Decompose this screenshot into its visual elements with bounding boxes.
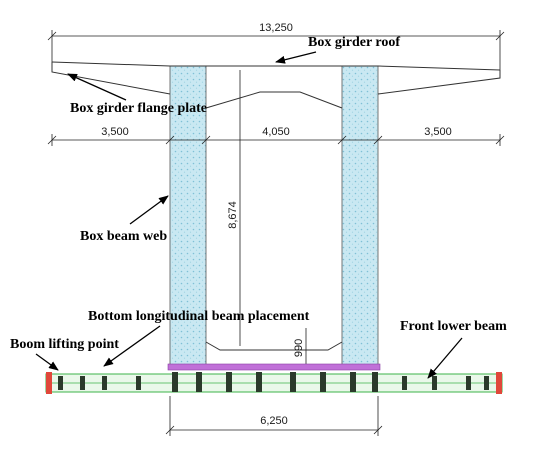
bottom-longitudinal-beam: [167, 363, 381, 371]
overall-width-dimension: 13,250: [47, 22, 505, 70]
height-text: 8,674: [227, 201, 239, 229]
right-web: [341, 65, 379, 367]
front-lower-beam: [45, 372, 503, 394]
right-flange-text: 3,500: [424, 126, 452, 138]
web-arrow: [129, 195, 169, 225]
bottom-width-text: 6,250: [260, 415, 288, 427]
roof-label: Box girder roof: [308, 35, 400, 50]
web-label: Box beam web: [80, 229, 167, 244]
bottom-gap-text: 990: [293, 339, 305, 357]
flange-label: Box girder flange plate: [70, 101, 207, 116]
roof-arrow: [275, 51, 317, 64]
overall-width-text: 13,250: [259, 22, 293, 34]
flange-dimensions: 3,500 4,050 3,500: [47, 126, 505, 146]
bottom-beam-label: Bottom longitudinal beam placement: [88, 309, 310, 324]
girder-outline: [51, 61, 501, 351]
left-web: [169, 65, 207, 367]
bottom-gap-dimension: 990: [293, 328, 307, 366]
bottom-width-dimension: 6,250: [165, 396, 383, 436]
left-flange-text: 3,500: [101, 126, 129, 138]
boom-label: Boom lifting point: [10, 337, 119, 352]
boom-arrow: [35, 353, 59, 371]
front-beam-arrow: [427, 337, 463, 379]
front-beam-label: Front lower beam: [400, 319, 507, 334]
flange-arrow: [67, 73, 127, 101]
inner-width-text: 4,050: [262, 126, 290, 138]
bottom-beam-arrow: [103, 325, 161, 367]
